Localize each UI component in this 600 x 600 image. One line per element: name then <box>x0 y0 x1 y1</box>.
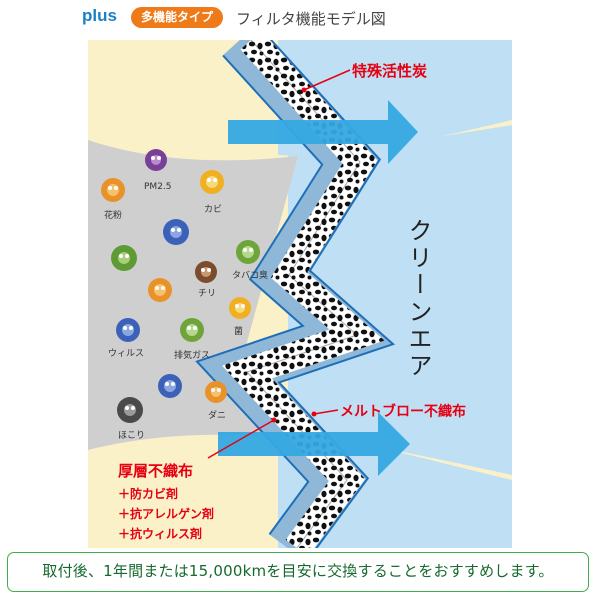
label-pm25: PM2.5 <box>144 182 172 192</box>
feature-antiallergen: ＋抗アレルゲン剤 <box>118 506 214 521</box>
pollen-icon <box>148 278 172 302</box>
carbon-outline <box>246 40 361 548</box>
feature-antivirus: ＋抗ウィルス剤 <box>118 526 202 541</box>
virus-icon <box>163 219 189 245</box>
bacteria-icon <box>229 297 251 319</box>
type-badge: 多機能タイプ <box>131 7 224 28</box>
mite-icon <box>205 381 227 403</box>
label-house-dust: ほこり <box>118 430 145 441</box>
meltblown-callout-line <box>313 409 339 415</box>
filter-model-svg: PM2.5 花粉 カビ タバコ臭 チリ 菌 ウィルス 排気ガス ダニ ほこり 特… <box>88 40 512 548</box>
label-exhaust: 排気ガス <box>174 349 210 361</box>
exhaust-icon <box>180 318 204 342</box>
carbon-callout-line <box>303 69 351 91</box>
meltblown-label: メルトブロー不織布 <box>340 403 466 420</box>
lower-airflow-arrow <box>218 412 410 476</box>
mold-icon <box>200 170 224 194</box>
upper-airflow-arrow <box>228 100 418 164</box>
dust-icon <box>117 397 143 423</box>
thick-layer-label: 厚層不織布 <box>118 462 193 480</box>
label-mold: カビ <box>204 204 222 215</box>
page-title: フィルタ機能モデル図 <box>236 10 386 28</box>
clean-air-label: クリーンエア <box>404 218 432 380</box>
smoke-icon <box>236 240 260 264</box>
virus-icon <box>158 374 182 398</box>
replacement-notice: 取付後、1年間または15,000kmを目安に交換することをおすすめします。 <box>7 552 589 592</box>
contaminant-particles <box>101 149 260 423</box>
activated-carbon-layer <box>222 40 385 548</box>
virus-icon <box>111 245 137 271</box>
label-virus: ウィルス <box>108 348 144 359</box>
carbon-callout-dot <box>301 87 307 93</box>
dust-icon <box>195 261 217 283</box>
activated-carbon-label: 特殊活性炭 <box>352 62 427 80</box>
pollen-icon <box>101 178 125 202</box>
label-pollen: 花粉 <box>104 209 122 221</box>
brand-label: plus <box>82 6 117 25</box>
notice-text: 取付後、1年間または15,000kmを目安に交換することをおすすめします。 <box>42 562 554 580</box>
label-tobacco: タバコ臭 <box>232 269 268 281</box>
germ-icon <box>145 149 167 171</box>
label-bacteria: 菌 <box>234 325 243 337</box>
label-mite: ダニ <box>208 409 226 421</box>
meltblown-callout-dot <box>311 411 317 417</box>
virus-icon <box>116 318 140 342</box>
filter-diagram: PM2.5 花粉 カビ タバコ臭 チリ 菌 ウィルス 排気ガス ダニ ほこり 特… <box>88 40 512 548</box>
label-dust: チリ <box>198 288 216 299</box>
dirty-air-region <box>88 140 303 450</box>
thick-layer-callout-dot <box>271 417 277 423</box>
header: plus 多機能タイプ フィルタ機能モデル図 <box>0 0 600 36</box>
thick-layer-callout-line <box>207 419 275 459</box>
feature-antimold: ＋防カビ剤 <box>118 486 178 501</box>
